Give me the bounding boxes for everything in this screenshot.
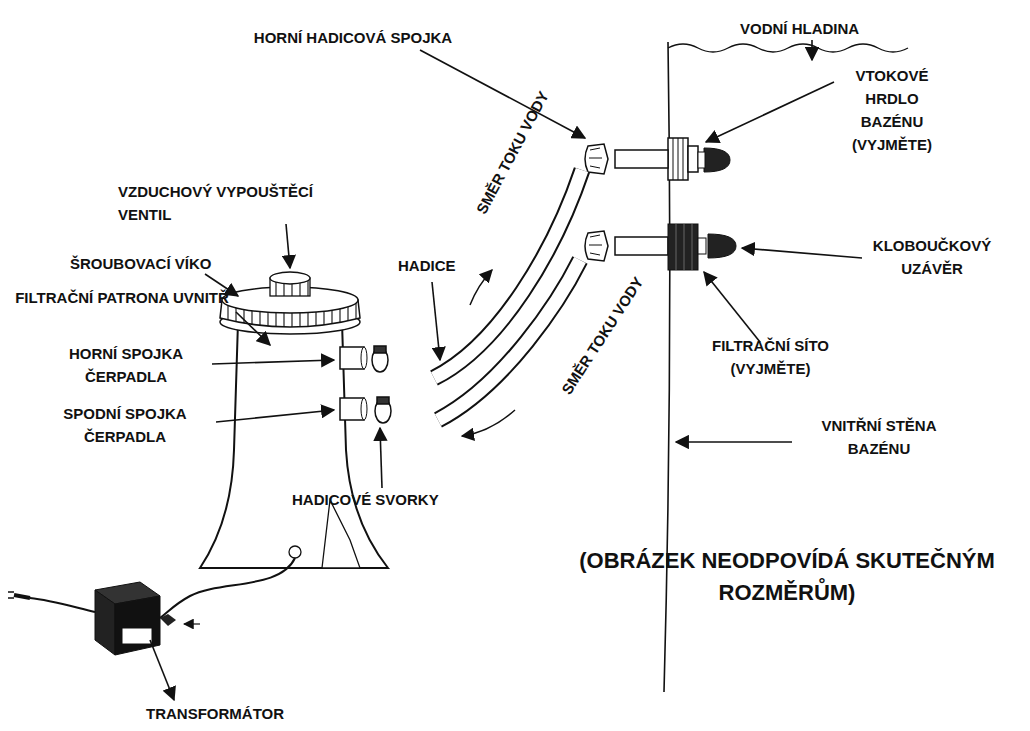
part-label: HORNÍ HADICOVÁ SPOJKA — [228, 26, 478, 49]
strainer-fitting — [585, 224, 736, 270]
part-label: VODNÍ HLADINA — [740, 17, 890, 40]
part-label: SMĚR TOKU VODY — [470, 86, 554, 217]
filter-pump — [200, 272, 388, 568]
flow-arrow — [470, 270, 492, 305]
inlet-fitting — [585, 138, 730, 180]
part-label: VZDUCHOVÝ VYPOUŠTĚCÍ VENTIL — [118, 180, 338, 226]
flow-arrow — [462, 410, 515, 436]
part-label: FILTRAČNÍ SÍTO (VYJMĚTE) — [688, 334, 853, 380]
part-label: FILTRAČNÍ PATRONA UVNITŘ — [6, 286, 238, 309]
water-surface — [668, 44, 908, 52]
part-label: (OBRÁZEK NEODPOVÍDÁ SKUTEČNÝM ROZMĚRŮM) — [548, 545, 1026, 609]
part-label: HADICOVÉ SVORKY — [292, 488, 492, 511]
part-label: HADICE — [398, 254, 468, 277]
part-label: ŠROUBOVACÍ VÍKO — [70, 252, 260, 275]
transformer — [8, 558, 295, 655]
hose-clamp — [372, 346, 391, 423]
part-label: TRANSFORMÁTOR — [146, 702, 306, 725]
part-label: SPODNÍ SPOJKA ČERPADLA — [34, 402, 216, 448]
part-label: VTOKOVÉ HRDLO BAZÉNU (VYJMĚTE) — [838, 64, 946, 156]
part-label: HORNÍ SPOJKA ČERPADLA — [40, 342, 212, 388]
part-label: VNITŘNÍ STĚNA BAZÉNU — [794, 414, 964, 460]
part-label: KLOBOUČKOVÝ UZÁVĚR — [862, 234, 1002, 280]
